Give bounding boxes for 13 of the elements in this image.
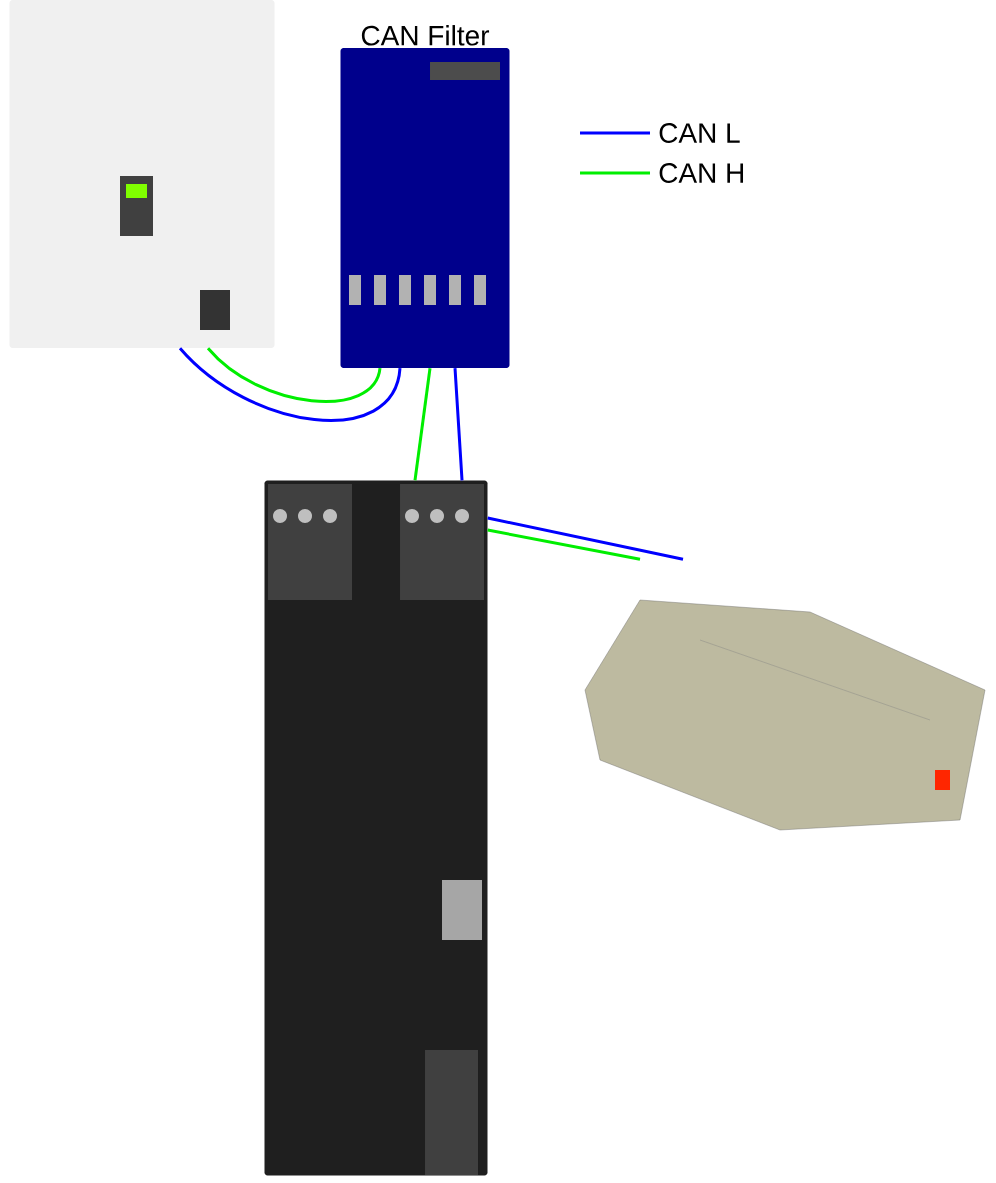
legend-label: CAN H [659,163,743,183]
controller-board-drawing [264,480,488,1176]
inverter-drawing [9,0,275,348]
wire [206,347,382,403]
legend-label: CAN L [659,123,740,143]
wire [178,347,402,422]
filter-board-drawing: CAN Filter [340,25,510,368]
wire [453,368,464,481]
wire [413,368,432,481]
node-label: CAN Filter [361,25,490,46]
wire [487,528,641,561]
wire [487,516,684,561]
battery-drawing [584,599,986,831]
